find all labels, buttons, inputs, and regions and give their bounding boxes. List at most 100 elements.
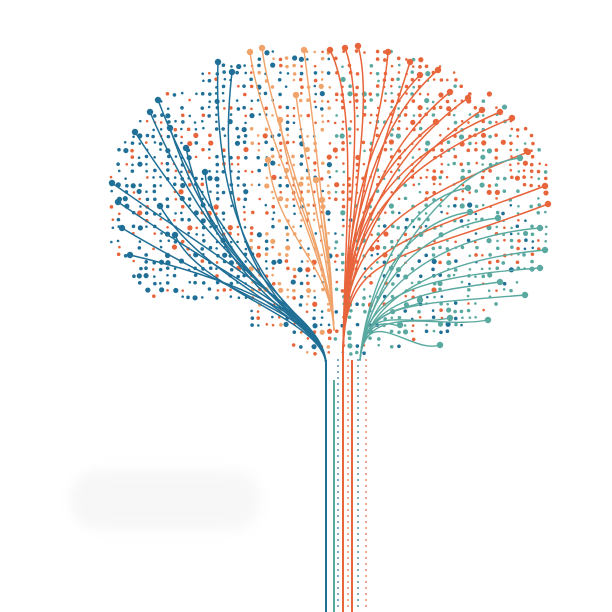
dot	[355, 322, 360, 327]
dot	[503, 226, 506, 229]
dot	[481, 114, 485, 117]
dot	[468, 254, 472, 258]
dot	[277, 78, 282, 82]
trunk-dot	[347, 407, 349, 409]
dot	[111, 226, 115, 230]
dot	[264, 252, 269, 257]
dot	[195, 233, 198, 236]
dot	[279, 190, 283, 194]
dot	[412, 114, 416, 117]
trunk-dot	[337, 605, 339, 607]
dot	[375, 71, 380, 76]
dot	[123, 253, 128, 258]
dot	[306, 203, 311, 207]
dot	[180, 239, 185, 244]
dot	[412, 183, 416, 187]
trunk-dot	[357, 557, 359, 559]
dot	[215, 183, 220, 188]
trunk-dot	[337, 383, 339, 385]
dot	[544, 232, 548, 236]
branch-tip-node	[312, 176, 320, 184]
dot	[544, 239, 547, 243]
branch-tip-node	[496, 108, 504, 116]
dot	[292, 78, 296, 82]
trunk-dot	[365, 449, 367, 451]
dot	[481, 140, 487, 146]
trunk-dot	[347, 479, 349, 481]
dot	[216, 191, 219, 195]
dot	[244, 247, 248, 251]
trunk-dot	[337, 569, 339, 571]
dot	[159, 217, 162, 221]
trunk-dot	[365, 581, 367, 583]
dot	[452, 71, 456, 74]
dot	[180, 141, 183, 145]
dot	[418, 274, 423, 279]
dot	[383, 99, 387, 102]
dot	[488, 120, 492, 125]
branch-tip-node	[326, 46, 334, 54]
dot	[417, 104, 423, 111]
dot	[500, 139, 506, 145]
dot	[223, 155, 226, 158]
dot	[202, 79, 205, 83]
dot	[410, 119, 416, 125]
dot	[431, 309, 435, 312]
dot	[433, 295, 436, 299]
dot	[453, 316, 458, 321]
dot	[467, 202, 473, 208]
trunk-dot	[365, 545, 367, 547]
trunk-dot	[357, 377, 359, 379]
branch-line	[129, 254, 327, 366]
dot	[151, 134, 155, 139]
trunk-dot	[347, 461, 349, 463]
dot	[389, 133, 394, 137]
dot	[369, 281, 373, 285]
dot	[375, 244, 381, 251]
dot	[425, 140, 431, 146]
dot	[250, 316, 255, 320]
branch-tip-node	[276, 116, 284, 124]
dot	[306, 135, 309, 138]
branch-tip-node	[508, 114, 516, 122]
dot	[200, 119, 204, 123]
dot	[537, 177, 541, 180]
dot	[109, 205, 114, 209]
dot	[396, 56, 401, 61]
dot	[495, 176, 500, 181]
dot	[208, 133, 212, 138]
dot	[265, 211, 269, 215]
dot	[529, 169, 534, 173]
dot	[208, 71, 211, 75]
dot	[447, 163, 450, 167]
dot	[341, 268, 344, 272]
dot	[403, 113, 408, 117]
dot	[299, 246, 302, 250]
dot	[341, 120, 345, 124]
dot	[517, 239, 521, 243]
dot	[165, 197, 170, 201]
dot	[537, 203, 541, 207]
dot	[349, 120, 353, 123]
dot	[509, 238, 514, 243]
dot	[403, 232, 408, 237]
dot	[440, 295, 444, 298]
dot	[475, 245, 479, 250]
dot	[123, 140, 127, 144]
dot	[180, 182, 186, 189]
dot	[509, 232, 513, 236]
branch-tip-node	[171, 231, 179, 239]
dot	[347, 343, 353, 349]
dot	[166, 168, 170, 172]
trunk-dot	[357, 521, 359, 523]
dot	[362, 351, 366, 355]
dot	[200, 259, 205, 263]
dot	[445, 321, 451, 327]
dot	[208, 245, 213, 250]
dot	[243, 189, 249, 195]
trunk-dot	[347, 515, 349, 517]
dot	[284, 56, 289, 60]
dot	[495, 197, 498, 200]
dot	[340, 210, 346, 216]
dot	[333, 337, 338, 341]
